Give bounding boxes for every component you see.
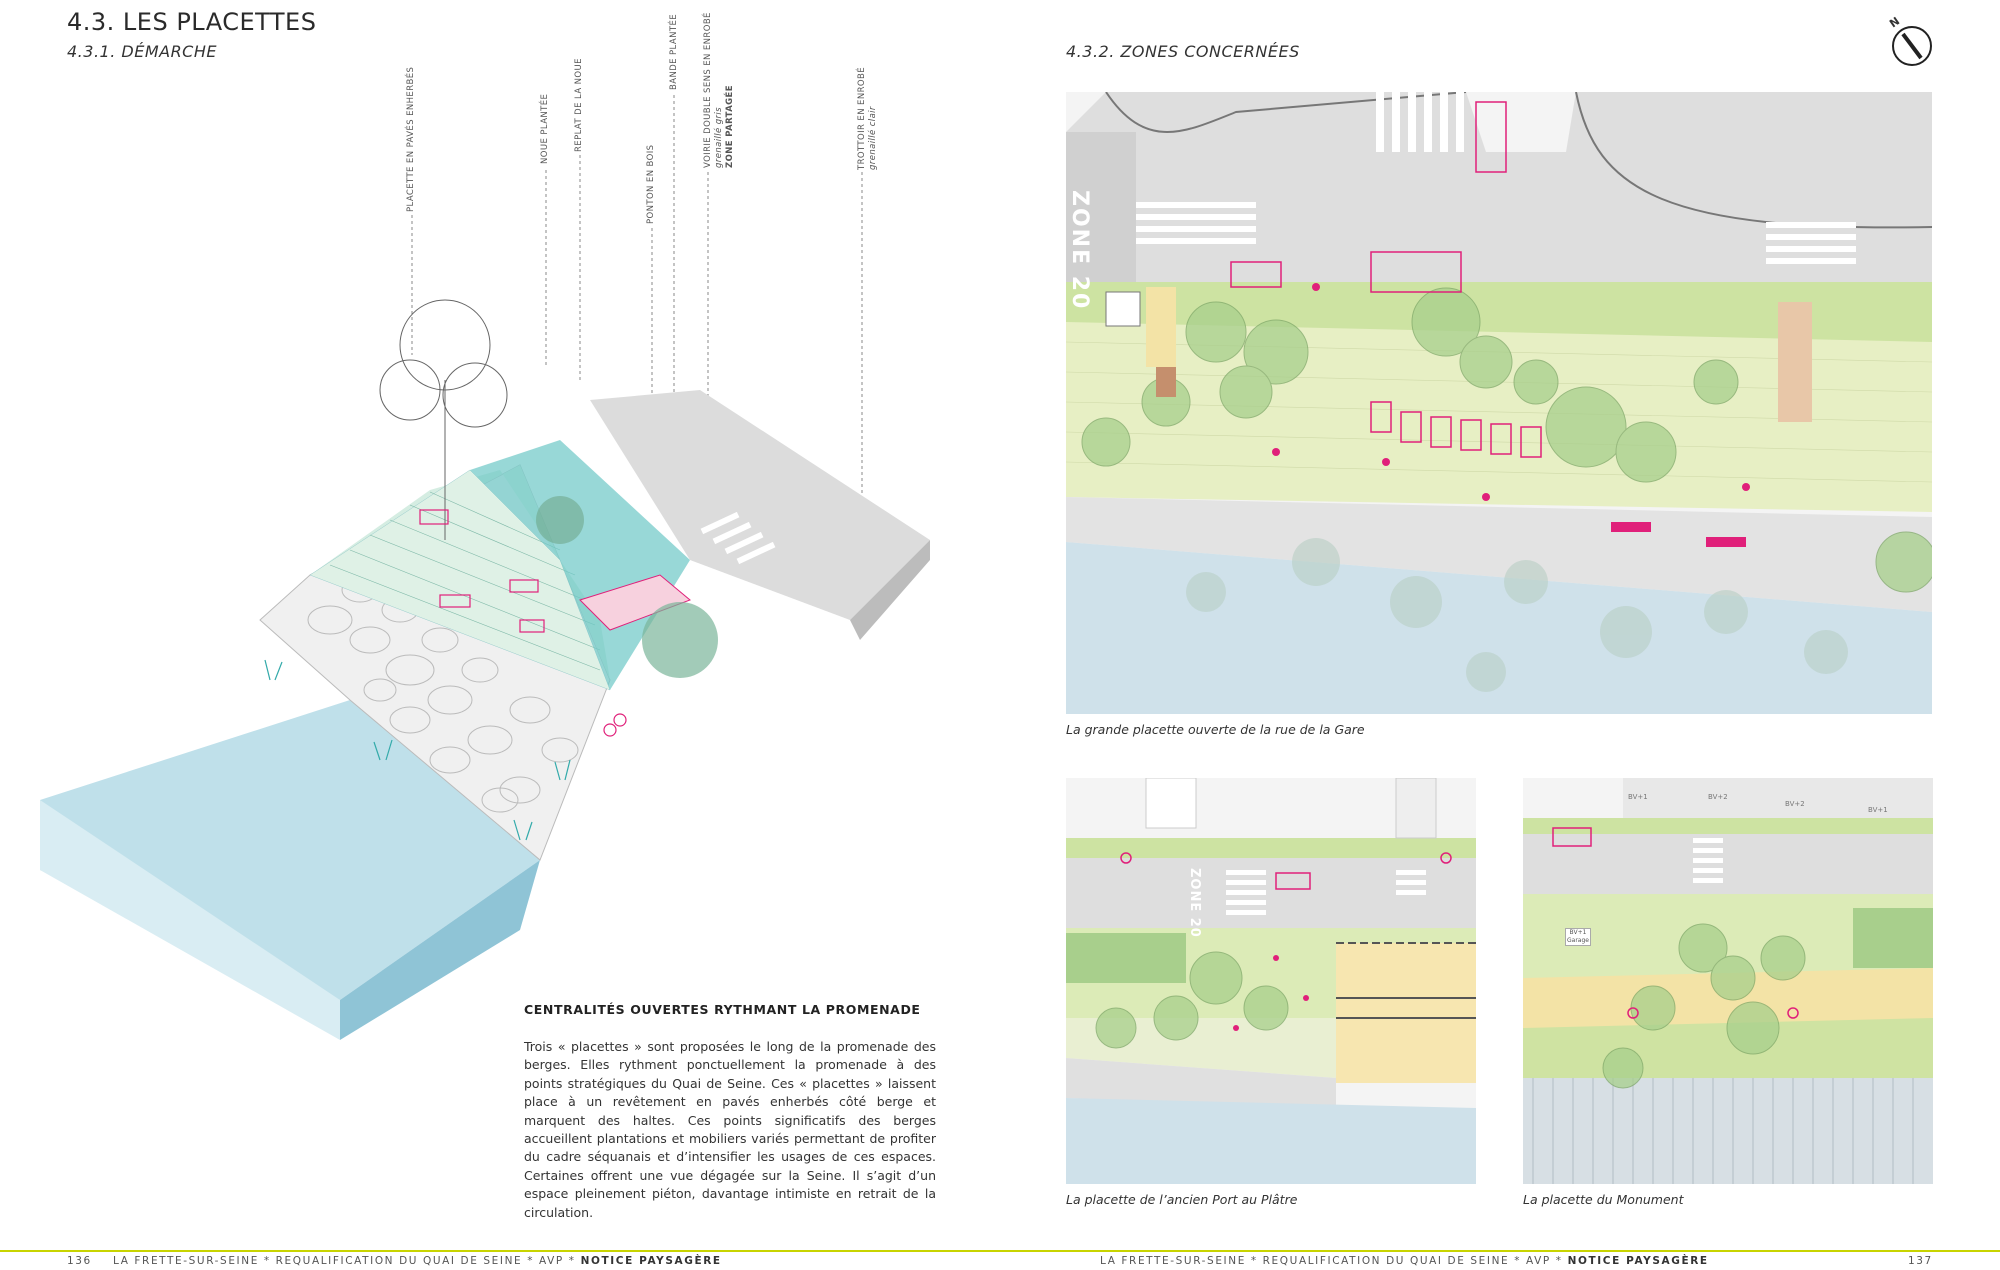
footer-left: LA FRETTE-SUR-SEINE * REQUALIFICATION DU…	[113, 1255, 722, 1267]
north-arrow-icon: N	[1887, 15, 1936, 72]
plan-port: ZONE 20	[1066, 778, 1476, 1184]
parking-label-2: BV+2	[1708, 793, 1728, 801]
axonometric-illustration	[40, 95, 930, 1040]
footer-right: LA FRETTE-SUR-SEINE * REQUALIFICATION DU…	[1100, 1255, 1709, 1267]
caption-monument: La placette du Monument	[1523, 1192, 1684, 1207]
garage-sign: BV+1 Garage	[1565, 928, 1591, 946]
footer-right-page: 137	[1908, 1255, 1933, 1267]
left-subtitle: 4.3.1. DÉMARCHE	[67, 42, 217, 61]
parking-label-4: BV+1	[1868, 806, 1888, 814]
right-subtitle: 4.3.2. ZONES CONCERNÉES	[1066, 42, 1300, 61]
text-block-body: Trois « placettes » sont proposées le lo…	[524, 1039, 936, 1220]
caption-port: La placette de l’ancien Port au Plâtre	[1066, 1192, 1298, 1207]
caption-main: La grande placette ouverte de la rue de …	[1066, 722, 1365, 737]
parking-label-3: BV+2	[1785, 800, 1805, 808]
footer-left-page: 136	[67, 1255, 92, 1267]
footer-rule	[0, 1250, 2000, 1252]
section-title: 4.3. LES PLACETTES	[67, 8, 317, 36]
parking-label-1: BV+1	[1628, 793, 1648, 801]
plan-monument: BV+1 BV+2 BV+2 BV+1 BV+1 Garage	[1523, 778, 1933, 1184]
plan-main: ZONE 20	[1066, 92, 1932, 714]
text-block-title: CENTRALITÉS OUVERTES RYTHMANT LA PROMENA…	[524, 1002, 921, 1017]
